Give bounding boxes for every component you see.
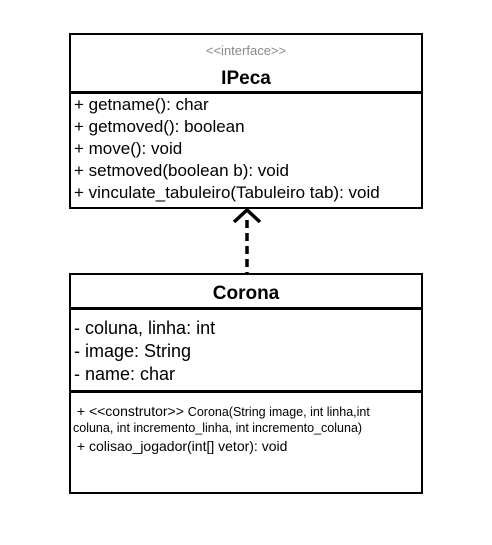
constructor-prefix: + <<construtor>> <box>73 403 188 419</box>
class-separator-bottom <box>71 390 421 393</box>
class-attribute: - coluna, linha: int <box>74 318 216 338</box>
realization-arrowhead <box>232 207 262 224</box>
interface-method: + vinculate_tabuleiro(Tabuleiro tab): vo… <box>74 183 380 202</box>
constructor-signature-2: coluna, int incremento_linha, int increm… <box>73 421 363 435</box>
interface-method-list: + getname(): char + getmoved(): boolean … <box>74 94 380 204</box>
interface-method: + getname(): char <box>74 95 209 114</box>
class-attribute: - name: char <box>74 364 176 384</box>
interface-stereotype: <<interface>> <box>205 43 287 58</box>
interface-method: + getmoved(): boolean <box>74 117 245 136</box>
class-attribute-list: - coluna, linha: int - image: String - n… <box>74 317 215 386</box>
class-method-list: + <<construtor>> Corona(String image, in… <box>73 403 370 456</box>
class-box[interactable]: Corona - coluna, linha: int - image: Str… <box>69 273 423 494</box>
interface-name: IPeca <box>221 68 271 89</box>
constructor-line1: + <<construtor>> Corona(String image, in… <box>73 403 370 420</box>
interface-method: + move(): void <box>74 139 183 158</box>
class-name: Corona <box>212 283 280 304</box>
interface-box[interactable]: <<interface>> IPeca + getname(): char + … <box>69 33 423 209</box>
class-attribute: - image: String <box>74 341 192 361</box>
interface-separator <box>71 91 421 94</box>
interface-method: + setmoved(boolean b): void <box>74 161 289 180</box>
class-method: + colisao_jogador(int[] vetor): void <box>73 438 288 454</box>
constructor-signature-1: Corona(String image, int linha,int <box>187 405 370 419</box>
class-separator-top <box>71 307 421 310</box>
